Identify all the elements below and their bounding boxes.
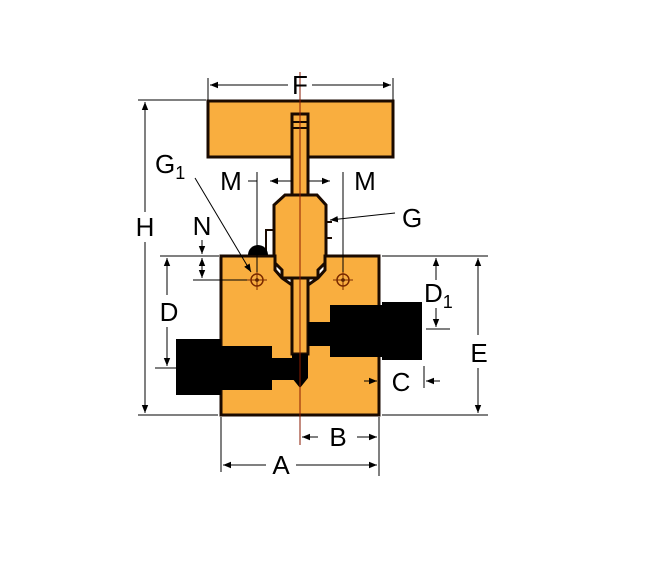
dimension-b: B (302, 417, 380, 452)
dimension-g1: G1 (155, 149, 252, 273)
right-fitting (308, 302, 422, 360)
label-d1: D1 (424, 278, 453, 312)
label-b: B (329, 422, 346, 452)
dimension-d: D (155, 258, 179, 369)
label-m-right: M (354, 166, 376, 196)
dimension-h: H (136, 99, 218, 416)
dimension-g: G (329, 203, 422, 233)
label-c: C (392, 367, 411, 397)
label-e: E (470, 338, 487, 368)
dimension-d1: D1 (382, 255, 488, 330)
label-g1: G1 (155, 149, 185, 183)
label-d: D (160, 297, 179, 327)
port-marker-left (247, 270, 267, 290)
label-n: N (193, 211, 212, 241)
label-f: F (292, 70, 308, 100)
label-h: H (136, 212, 155, 242)
dimension-c: C (364, 366, 440, 397)
label-a: A (272, 450, 290, 480)
label-g: G (402, 203, 422, 233)
dimension-n: N (160, 211, 247, 281)
port-marker-right (333, 270, 353, 290)
dimension-m: M M (220, 166, 376, 272)
label-m-left: M (220, 166, 242, 196)
dimension-a: A (220, 417, 380, 480)
dimension-e: E (382, 258, 488, 416)
lock-dome (248, 245, 268, 255)
left-fitting (176, 339, 300, 395)
dimension-f: F (207, 70, 394, 100)
